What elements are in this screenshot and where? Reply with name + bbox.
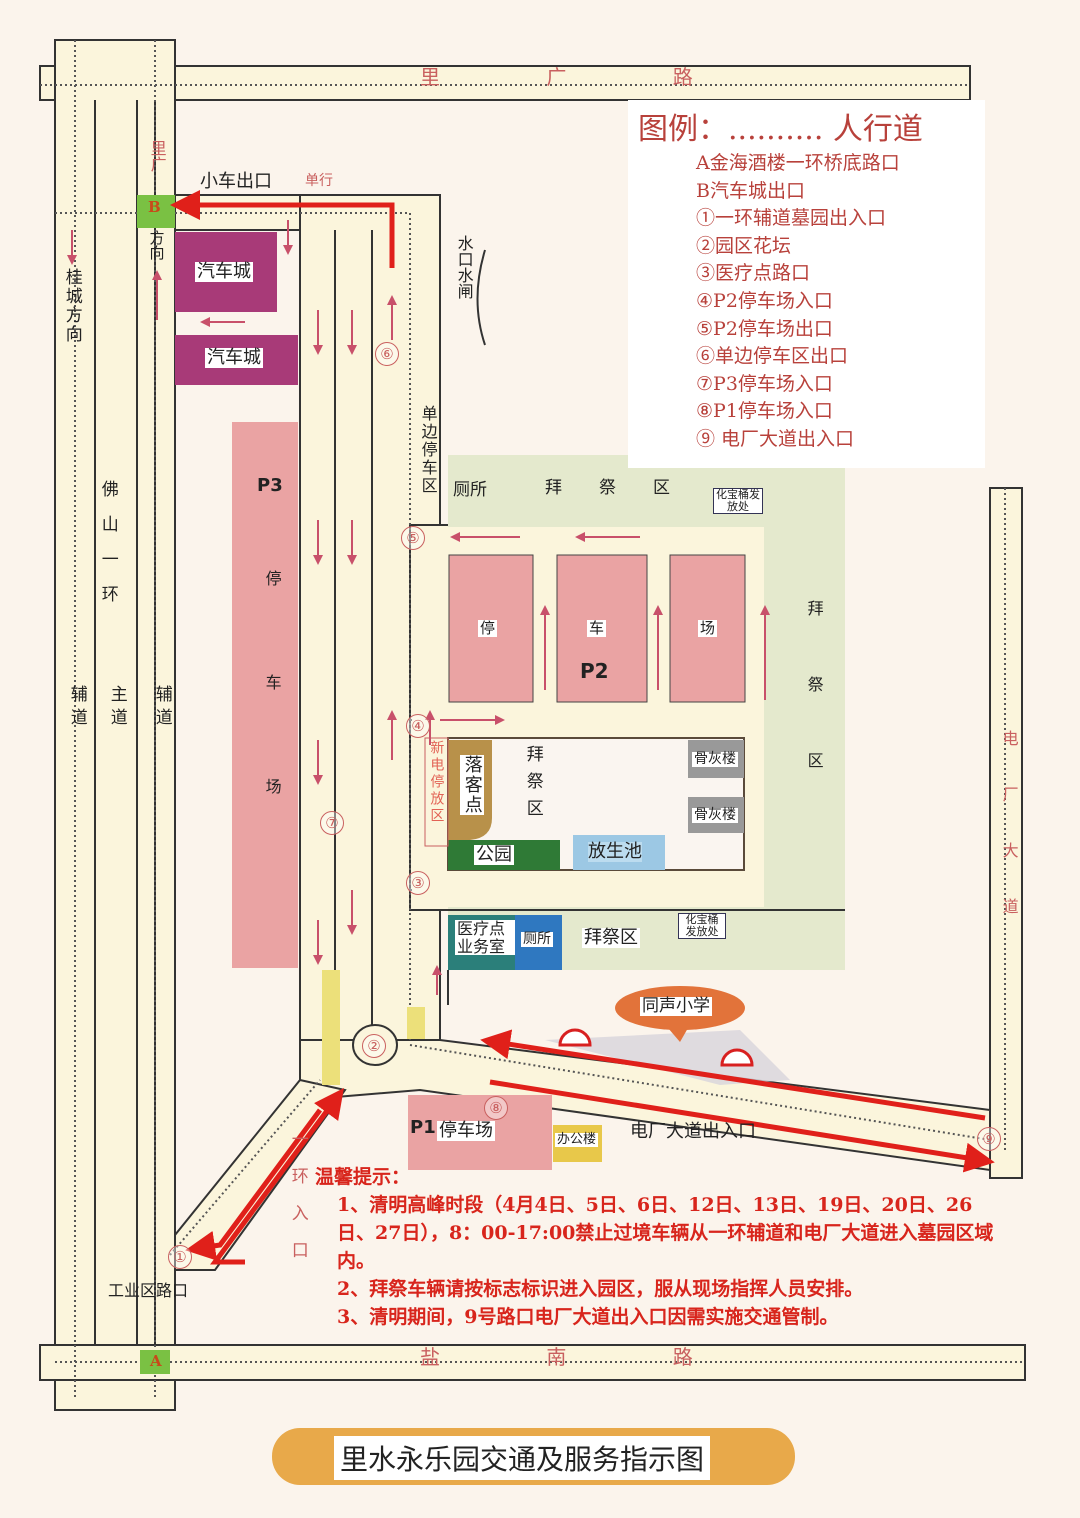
- marker-3: ③: [406, 871, 430, 895]
- arrow-ring-entry-out: [185, 1108, 323, 1261]
- ev-parking-label: 新电停放区: [428, 740, 445, 825]
- p3-label: P3: [257, 475, 283, 496]
- marker-2: ②: [362, 1034, 386, 1058]
- ash-building-2-label: 骨灰楼: [692, 807, 738, 824]
- worship-right-label: 拜祭区: [804, 600, 824, 828]
- marker-8: ⑧: [484, 1096, 508, 1120]
- p2-lot-b-label: 车: [587, 619, 607, 637]
- road-label-ring: 佛山一环: [97, 480, 118, 620]
- park-label: 公园: [474, 844, 514, 865]
- p2-lot-c-label: 场: [698, 619, 718, 637]
- ev-parking-box: [424, 737, 449, 847]
- notice-item: 3、清明期间，9号路口电厂大道出入口因需实施交通管制。: [337, 1306, 839, 1328]
- yellow-block: [407, 1007, 425, 1039]
- legend-item: ⑥单边停车区出口: [696, 345, 849, 368]
- worship-inner-label: 拜祭区: [522, 745, 543, 826]
- school-label: 同声小学: [640, 996, 712, 1016]
- notice-item: 2、拜祭车辆请按标志标识进入园区，服从现场指挥人员安排。: [337, 1278, 864, 1300]
- legend-item: ⑧P1停车场入口: [696, 400, 833, 423]
- legend-item: B汽车城出口: [696, 179, 805, 202]
- map-title-banner: 里水永乐园交通及服务指示图: [272, 1428, 795, 1485]
- dropoff-label: 落客点: [460, 755, 484, 815]
- p3-text: 停车场: [262, 570, 282, 882]
- single-side-label: 单边停车区: [418, 405, 438, 495]
- office-label: 办公楼: [555, 1132, 599, 1148]
- p1-label: P1: [410, 1117, 436, 1138]
- marker-1: ①: [168, 1245, 192, 1269]
- arrow-dianchang-out: [489, 1079, 995, 1173]
- road-label-guicheng: 桂城方向: [61, 268, 82, 344]
- legend-item: ①一环辅道墓园出入口: [696, 207, 887, 230]
- legend-item: ⑦P3停车场入口: [696, 372, 833, 395]
- road-label-top: 里 广 路: [420, 65, 743, 89]
- arrow-ring-entry-in: [210, 1087, 344, 1265]
- marker-5: ⑤: [401, 526, 425, 550]
- p3-parking: [232, 422, 298, 968]
- flower-bed-yellow: [322, 970, 340, 1085]
- industrial-junction-label: 工业区路口: [108, 1281, 189, 1300]
- legend-item: ⑨ 电厂大道出入口: [696, 427, 855, 450]
- notice: 温馨提示： 1、清明高峰时段（4月4日、5日、6日、12日、13日、19日、20…: [315, 1163, 997, 1331]
- notice-item: 1、清明高峰时段（4月4日、5日、6日、12日、13日、19日、20日、26日、…: [337, 1194, 994, 1272]
- point-a-label: A: [150, 1352, 162, 1370]
- sluice-label: 水口水闸: [454, 235, 474, 299]
- marker-9: ⑨: [977, 1127, 1001, 1151]
- marker-4: ④: [406, 714, 430, 738]
- school-fence: [545, 1030, 790, 1085]
- legend-item: ②园区花坛: [696, 234, 792, 257]
- legend-item: ④P2停车场入口: [696, 289, 833, 312]
- point-b: [137, 195, 175, 228]
- map-title: 里水永乐园交通及服务指示图: [334, 1436, 711, 1480]
- p2-label: P2: [580, 659, 609, 683]
- arrow-dianchang-in: [480, 1029, 986, 1121]
- legend: 图例：.......... 人行道 A金海酒楼一环桥底路口 B汽车城出口 ①一环…: [628, 100, 985, 468]
- point-a: [140, 1350, 170, 1374]
- road-label-ring-entry: 一环入口: [287, 1130, 308, 1278]
- ash-building-1-label: 骨灰楼: [692, 751, 738, 768]
- road-top: [39, 65, 971, 101]
- road-label-main: 主道: [106, 685, 127, 731]
- road-label-ligang: 里广: [147, 140, 167, 172]
- road-label-bottom: 盐 南 路: [420, 1345, 743, 1369]
- p2-lot-a-label: 停: [478, 619, 498, 637]
- toilet-1-label: 厕所: [453, 480, 487, 500]
- legend-item: ③医疗点路口: [696, 262, 811, 285]
- p1-text: 停车场: [437, 1120, 495, 1141]
- legend-item: A金海酒楼一环桥底路口: [696, 152, 900, 174]
- road-label-ligang-dir: 方向: [147, 230, 166, 260]
- arrow-small-car-exit: [170, 190, 395, 268]
- road-label-aux-left: 辅道: [66, 685, 87, 731]
- legend-title: 图例：.......... 人行道: [638, 112, 923, 147]
- notice-title: 温馨提示：: [315, 1166, 411, 1188]
- dianchang-exit-label: 电厂大道出入口: [630, 1121, 756, 1142]
- marker-6: ⑥: [375, 342, 399, 366]
- car-city-1-label: 汽车城: [195, 261, 253, 282]
- medical-label: 医疗点业务室: [455, 920, 515, 956]
- pond-label: 放生池: [588, 841, 642, 862]
- worship-top-label: 拜 祭 区: [545, 478, 680, 498]
- toilet-2-label: 厕所: [521, 931, 553, 948]
- road-label-right: 电厂大道: [999, 730, 1019, 954]
- worship-bottom-label: 拜祭区: [582, 927, 640, 948]
- small-car-exit-label: 小车出口: [200, 171, 272, 192]
- road-label-aux-right: 辅道: [151, 685, 172, 731]
- one-way-label: 单行: [305, 173, 333, 189]
- treasure-1-label: 化宝桶发放处: [713, 488, 763, 515]
- marker-7: ⑦: [320, 811, 344, 835]
- point-b-label: B: [148, 198, 161, 216]
- treasure-2-label: 化宝桶发放处: [678, 913, 726, 940]
- legend-item: ⑤P2停车场出口: [696, 317, 833, 340]
- car-city-2-label: 汽车城: [205, 347, 263, 368]
